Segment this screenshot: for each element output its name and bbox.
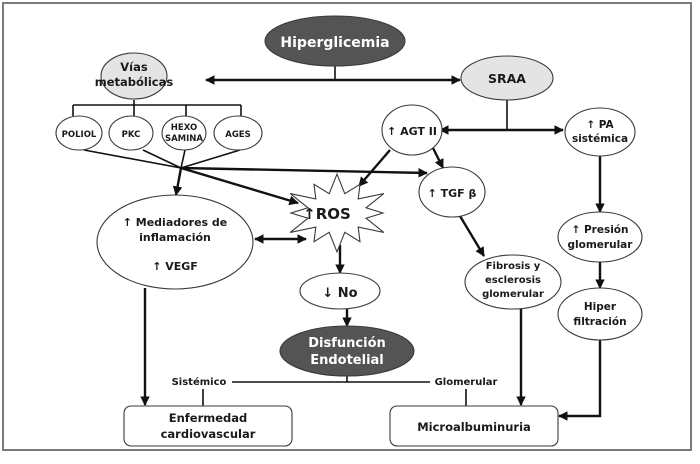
node-agt-ii: ↑ AGT II xyxy=(381,104,443,156)
node-vias-label-1: Vías xyxy=(120,60,148,74)
node-vias-label-2: metabólicas xyxy=(95,75,174,89)
node-hexosamina-label-2: SAMINA xyxy=(165,134,203,144)
node-hexosamina-label-1: HEXO xyxy=(171,123,197,133)
node-sraa: SRAA xyxy=(460,55,554,101)
node-ros: ↑ROS xyxy=(289,172,385,254)
node-poliol-label: POLIOL xyxy=(62,130,97,140)
edge-pkc-converge xyxy=(142,149,182,169)
node-microalbuminuria-label: Microalbuminuria xyxy=(417,420,531,434)
node-fibrosis: Fibrosis y esclerosis glomerular xyxy=(464,254,562,310)
edge-ages-converge xyxy=(180,149,241,169)
node-no: ↓ No xyxy=(299,272,381,310)
node-pa-sistemica: ↑ PA sistémica xyxy=(564,107,636,157)
node-ros-label: ↑ROS xyxy=(303,205,351,223)
node-fibrosis-label-3: glomerular xyxy=(482,289,544,300)
node-hiperfiltracion: Hiper filtración xyxy=(557,287,643,341)
node-poliol: POLIOL xyxy=(55,115,103,151)
node-enfermedad-label-1: Enfermedad xyxy=(169,411,248,425)
branch-label-glomerular: Glomerular xyxy=(435,377,498,388)
edge-converge-to-ros xyxy=(180,166,299,206)
node-hiper-label-1: Hiper xyxy=(584,301,617,313)
node-disfuncion-label-1: Disfunción xyxy=(308,336,386,351)
node-disfuncion-endotelial: Disfunción Endotelial xyxy=(279,325,415,377)
node-microalbuminuria: Microalbuminuria xyxy=(389,405,559,447)
node-pkc-label: PKC xyxy=(122,130,141,140)
branch-label-sistemico: Sistémico xyxy=(172,376,227,388)
edge-poliol-converge xyxy=(83,149,182,169)
node-agt-ii-label: ↑ AGT II xyxy=(387,125,437,138)
node-mediadores-inflamacion: ↑ Mediadores de inflamación ↑ VEGF xyxy=(96,194,254,290)
node-mediadores-label-2: inflamación xyxy=(139,231,211,244)
node-ages: AGES xyxy=(213,115,263,151)
sistemico-label-bg xyxy=(168,373,230,389)
edge-tgf-to-fibrosis xyxy=(458,215,486,257)
node-vegf-label: ↑ VEGF xyxy=(152,260,198,273)
node-fibrosis-label-2: esclerosis xyxy=(485,275,541,286)
node-pkc: PKC xyxy=(108,115,154,151)
edge-hexo-converge xyxy=(180,149,186,169)
node-vias-metabolicas: Vías metabólicas xyxy=(95,52,174,100)
node-hexosamina: HEXO SAMINA xyxy=(161,115,207,151)
node-enfermedad-cardiovascular: Enfermedad cardiovascular xyxy=(123,405,293,447)
node-enfermedad-label-2: cardiovascular xyxy=(161,427,256,441)
node-mediadores-label-1: ↑ Mediadores de xyxy=(123,216,228,229)
edge-converge-to-mediadores xyxy=(172,167,183,196)
node-no-label: ↓ No xyxy=(322,286,357,301)
node-presion-glomerular: ↑ Presión glomerular xyxy=(557,211,643,263)
node-fibrosis-label-1: Fibrosis y xyxy=(486,261,541,272)
node-tgf-label: ↑ TGF β xyxy=(428,187,477,200)
node-disfuncion-label-2: Endotelial xyxy=(310,353,384,368)
glomerular-label-bg xyxy=(430,373,500,389)
edge-agt-to-tgf xyxy=(431,147,445,169)
edge-converge-to-tgf xyxy=(180,166,428,178)
node-pa-label-2: sistémica xyxy=(572,133,628,145)
node-hiper-label-2: filtración xyxy=(573,316,626,328)
node-sraa-label: SRAA xyxy=(488,71,526,86)
node-presion-label-1: ↑ Presión xyxy=(572,224,629,236)
edge-hiper-to-microalbuminuria xyxy=(558,340,602,421)
node-pa-label-1: ↑ PA xyxy=(586,119,614,131)
node-ages-label: AGES xyxy=(225,130,250,140)
edge-agt-to-ros xyxy=(358,149,391,187)
node-tgf-beta: ↑ TGF β xyxy=(418,166,486,218)
node-presion-label-2: glomerular xyxy=(568,239,634,251)
node-hiperglicemia: Hiperglicemia xyxy=(264,15,406,67)
node-hiperglicemia-label: Hiperglicemia xyxy=(280,35,389,51)
